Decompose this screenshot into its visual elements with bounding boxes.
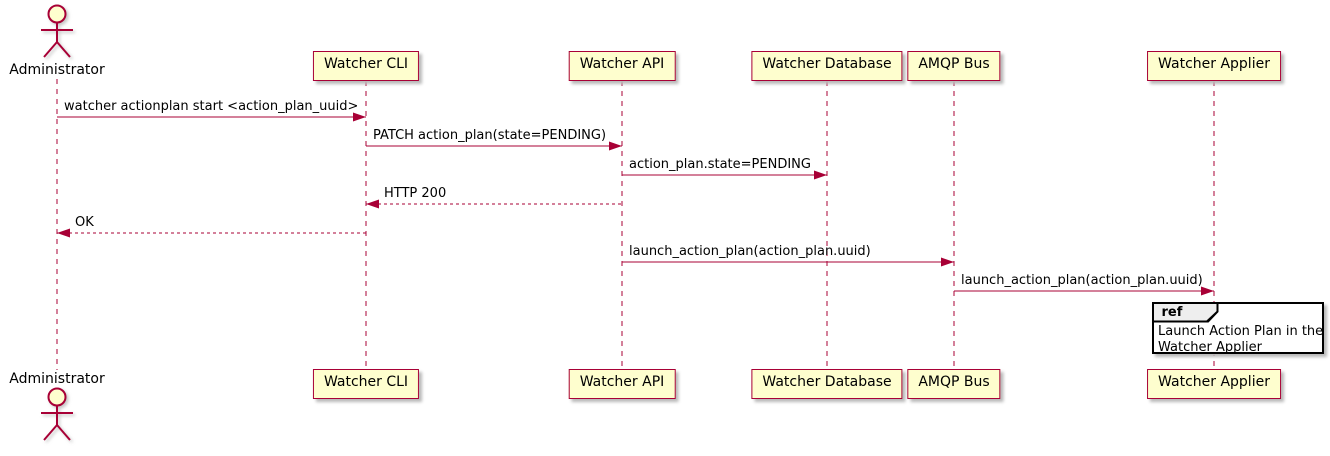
actor-head (47, 387, 67, 407)
participant-box-bottom-watcher-cli: Watcher CLI (312, 369, 420, 399)
participant-box-top-amqp-bus: AMQP Bus (907, 51, 1001, 81)
participant-box-bottom-amqp-bus: AMQP Bus (907, 369, 1001, 399)
arrowhead-right (941, 257, 954, 267)
arrowhead-left (366, 199, 379, 209)
actor-label: Administrator (9, 371, 105, 387)
ref-text-line: Launch Action Plan in the (1158, 324, 1324, 339)
arrowhead-right (814, 170, 827, 180)
actor-head (47, 4, 67, 24)
participant-box-bottom-watcher-api: Watcher API (568, 369, 676, 399)
participant-box-top-watcher-api: Watcher API (568, 51, 676, 81)
actor-label: Administrator (9, 62, 105, 78)
message-label-4: HTTP 200 (384, 186, 447, 201)
arrowhead-left (57, 228, 70, 238)
arrowhead-right (1201, 286, 1214, 296)
ref-keyword: ref (1154, 304, 1217, 321)
message-label-3: action_plan.state=PENDING (629, 157, 811, 172)
participant-box-bottom-watcher-database: Watcher Database (751, 369, 903, 399)
actor-limb (43, 424, 58, 441)
message-label-7: launch_action_plan(action_plan.uuid) (961, 273, 1203, 288)
actor-limb (56, 424, 71, 441)
arrowhead-right (609, 141, 622, 151)
message-label-6: launch_action_plan(action_plan.uuid) (629, 244, 871, 259)
actor-figure (41, 387, 73, 441)
actor-figure (41, 4, 73, 58)
actor-limb (43, 41, 58, 58)
ref-text: Launch Action Plan in the Watcher Applie… (1154, 323, 1324, 358)
ref-text-line: Watcher Applier (1158, 340, 1262, 355)
message-label-2: PATCH action_plan(state=PENDING) (373, 128, 607, 143)
ref-fragment: ref Launch Action Plan in the Watcher Ap… (1152, 302, 1324, 355)
participant-box-top-watcher-database: Watcher Database (751, 51, 903, 81)
message-label-5: OK (75, 215, 94, 230)
actor-limb (56, 41, 71, 58)
message-label-1: watcher actionplan start <action_plan_uu… (64, 99, 359, 114)
arrowhead-right (353, 112, 366, 122)
participant-box-top-watcher-cli: Watcher CLI (312, 51, 420, 81)
participant-box-top-watcher-applier: Watcher Applier (1147, 51, 1281, 81)
ref-keyword-tab: ref (1154, 304, 1219, 323)
participant-box-bottom-watcher-applier: Watcher Applier (1147, 369, 1281, 399)
